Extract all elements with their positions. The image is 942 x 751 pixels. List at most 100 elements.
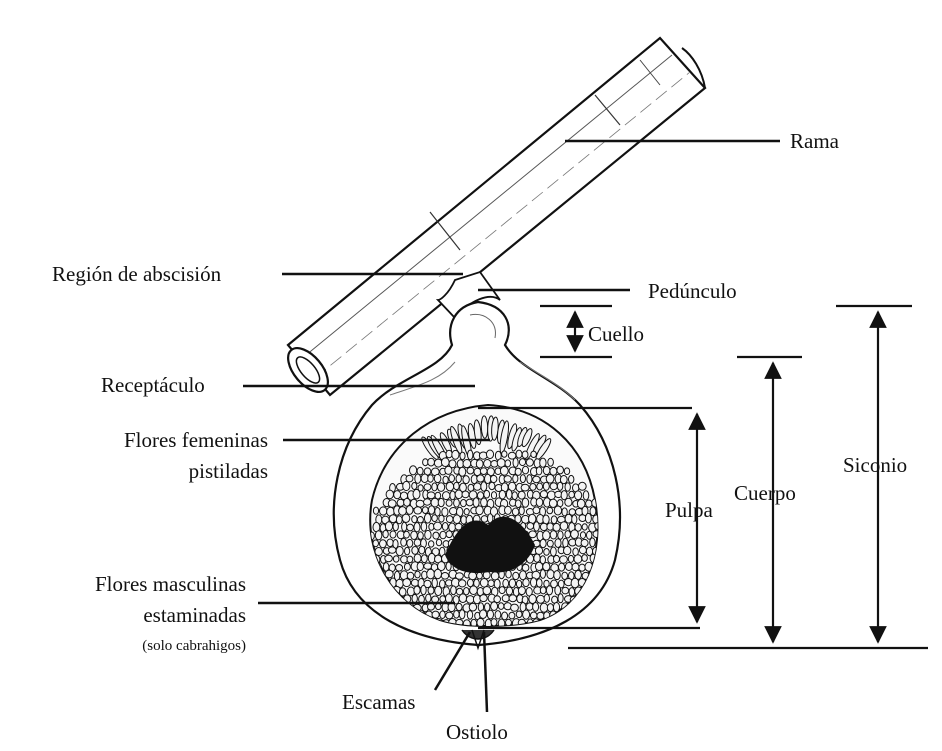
floret [434, 522, 442, 530]
floret [565, 498, 572, 506]
floret [421, 585, 426, 594]
floret [427, 569, 435, 579]
floret [424, 484, 431, 491]
floret [414, 539, 421, 546]
floret [396, 565, 403, 572]
floret [537, 612, 544, 619]
label-flores-masculinas-line1: Flores masculinas [50, 572, 246, 596]
floret [565, 531, 571, 538]
floret [546, 475, 554, 484]
floret [469, 603, 476, 611]
floret [407, 539, 413, 547]
floret [484, 460, 491, 468]
floret [499, 587, 505, 594]
floret [435, 586, 442, 595]
floret [407, 556, 413, 563]
floret [414, 554, 421, 562]
floret [582, 555, 588, 562]
floret [402, 522, 407, 531]
floret [411, 579, 418, 586]
floret [574, 555, 582, 563]
floret [533, 476, 540, 483]
floret [486, 450, 493, 459]
floret [445, 466, 452, 474]
floret [559, 563, 565, 571]
floret [403, 481, 410, 490]
label-cuerpo: Cuerpo [734, 481, 796, 505]
floret [415, 474, 421, 483]
floret [454, 611, 460, 619]
floret [557, 482, 562, 490]
floret [500, 466, 508, 475]
floret [414, 507, 422, 514]
floret [560, 522, 568, 531]
floret [481, 516, 488, 523]
floret [534, 554, 540, 562]
floret [568, 555, 573, 562]
label-flores-femeninas-line2: pistiladas [78, 459, 268, 483]
label-escamas: Escamas [342, 690, 415, 714]
floret [424, 563, 432, 569]
floret [406, 506, 413, 515]
floret [491, 492, 496, 499]
floret [554, 571, 561, 580]
floret [550, 531, 557, 539]
floret [522, 466, 528, 474]
floret [423, 459, 428, 466]
floret [451, 586, 457, 595]
floret [551, 547, 557, 556]
floret [540, 603, 548, 612]
floret [412, 483, 417, 490]
floret [412, 516, 417, 523]
floret [578, 482, 586, 490]
floret [530, 612, 537, 619]
floret [450, 508, 458, 515]
floret [434, 569, 441, 578]
floret [446, 531, 452, 538]
floret [575, 491, 582, 500]
floret [569, 588, 575, 597]
label-flores-masculinas-line3: (solo cabrahigos) [50, 637, 246, 655]
floret [467, 611, 472, 620]
floret [446, 516, 453, 523]
floret [565, 514, 572, 523]
floret [550, 483, 557, 490]
floret [443, 476, 448, 484]
floret [375, 531, 382, 540]
floret [537, 483, 543, 490]
floret [432, 515, 438, 522]
floret [560, 556, 568, 564]
floret [470, 586, 478, 595]
floret [397, 499, 404, 506]
label-ostiolo: Ostiolo [446, 720, 508, 744]
floret [421, 522, 427, 531]
floret [544, 549, 550, 556]
floret [536, 498, 543, 506]
label-rama: Rama [790, 129, 839, 153]
floret [580, 532, 585, 539]
floret [527, 475, 532, 484]
floret [543, 515, 549, 524]
floret [412, 594, 417, 602]
floret [547, 604, 553, 612]
floret [446, 500, 452, 507]
floret [554, 506, 561, 515]
floret [434, 474, 441, 482]
floret [515, 500, 521, 508]
floret [452, 450, 459, 459]
floret [522, 498, 529, 507]
floret [480, 610, 487, 619]
floret [429, 541, 434, 547]
floret [489, 482, 495, 489]
floret [531, 578, 537, 587]
floret [522, 564, 529, 571]
floret [509, 612, 515, 619]
floret [506, 490, 512, 500]
floret [410, 466, 417, 475]
floret [385, 555, 393, 562]
floret [522, 451, 528, 458]
floret [469, 572, 477, 580]
floret [461, 500, 467, 507]
floret [502, 595, 509, 602]
floret [413, 489, 420, 499]
